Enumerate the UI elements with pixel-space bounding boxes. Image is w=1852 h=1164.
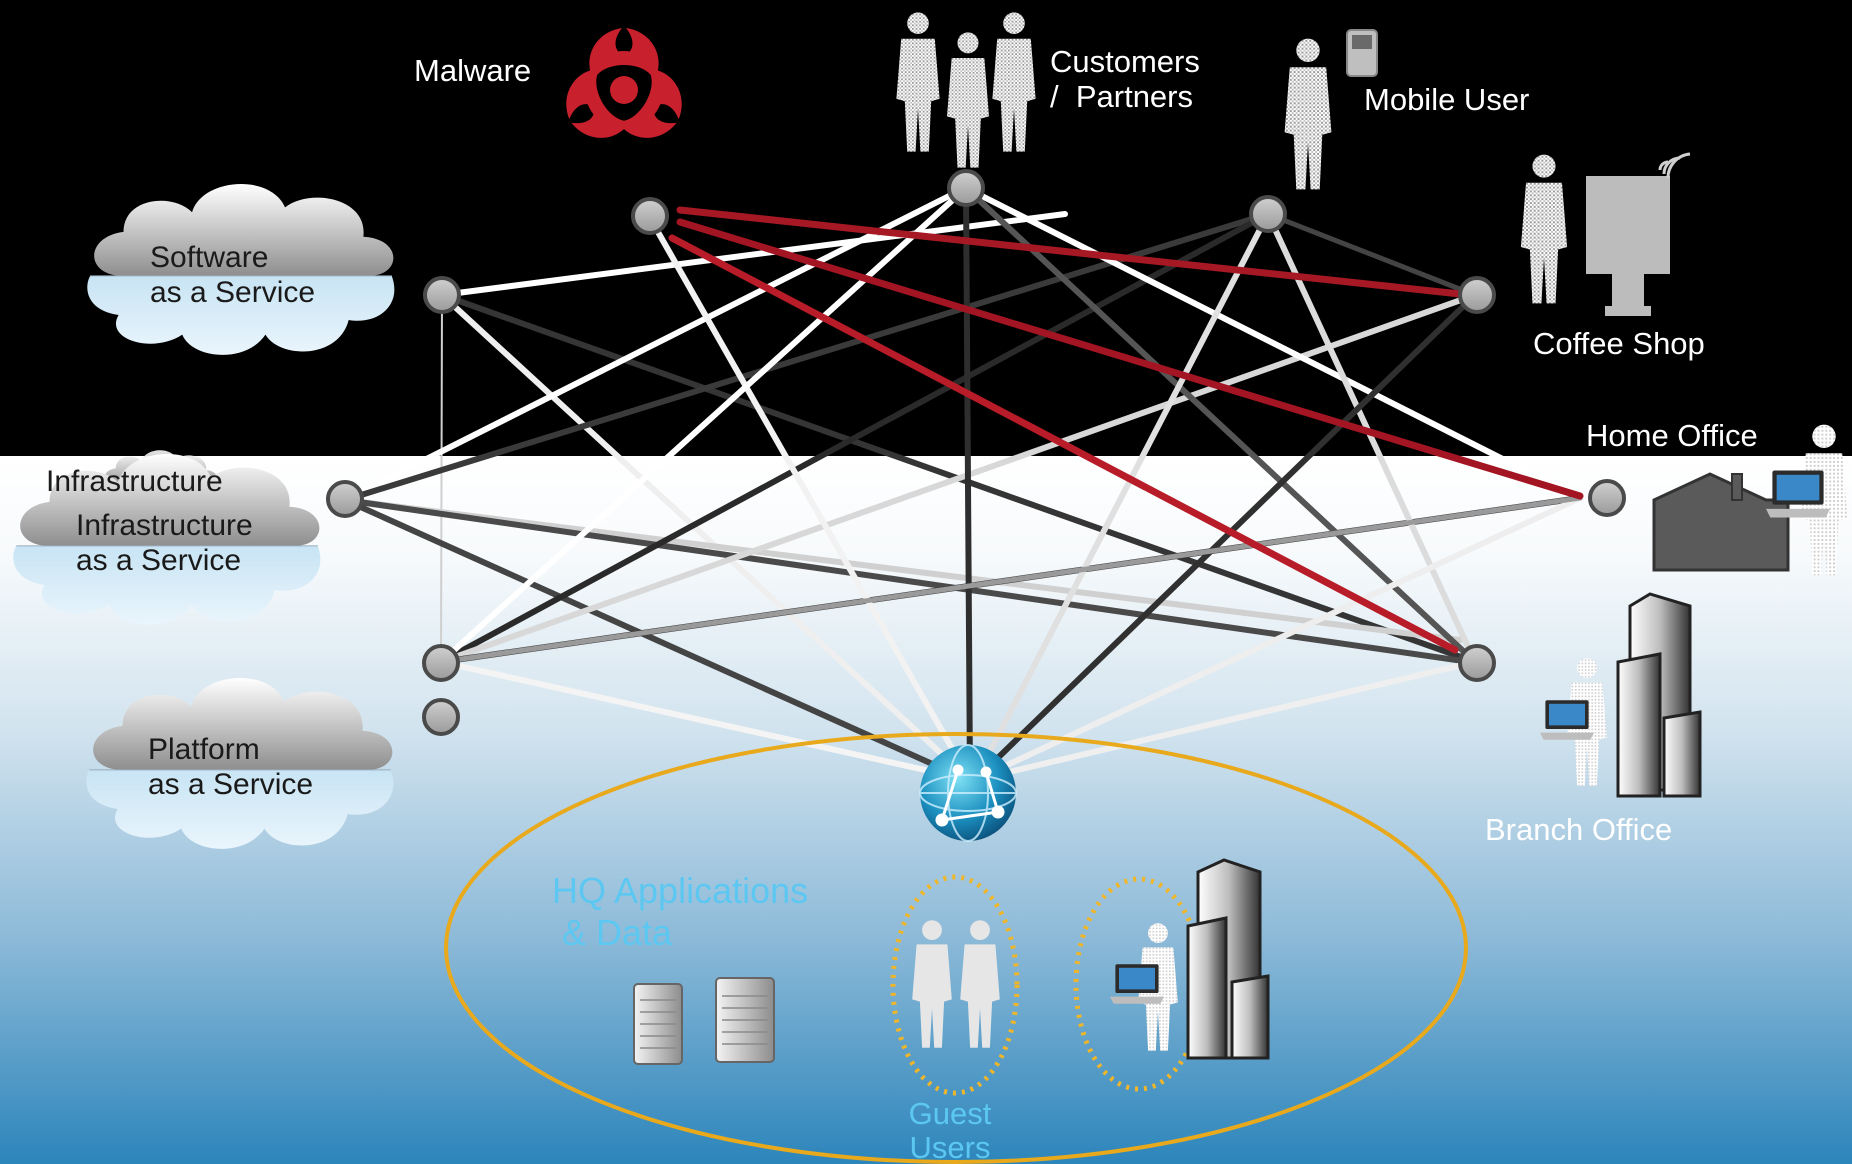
laptop-icon (1540, 700, 1594, 740)
customers-partners-label: Customers / Partners (1050, 44, 1200, 114)
malware-label: Malware (414, 53, 532, 88)
laptop-icon (1766, 470, 1830, 518)
customers-partners-icon (896, 12, 1036, 168)
hq-building-icon (1186, 858, 1270, 1060)
mobile-user-icon (1284, 29, 1378, 190)
contractor-icon (1110, 923, 1178, 1051)
branch-office-icon (1540, 592, 1702, 798)
wifi-icon (1658, 152, 1691, 179)
home-office-label: Home Office (1586, 418, 1758, 453)
iaas-label: Infrastructure as a Service (76, 509, 253, 577)
branch-office-label: Branch Office (1485, 812, 1673, 847)
saas-label: Software as a Service (150, 241, 316, 309)
paas-label: Platform as a Service (148, 733, 314, 801)
hq-boundary (444, 732, 1468, 1164)
biohazard-icon (566, 28, 682, 138)
guest-users-boundary (890, 874, 1020, 1096)
network-links (342, 185, 1584, 783)
phone-icon (1346, 29, 1378, 77)
hq-applications-label: HQ Applications & Data (552, 870, 809, 953)
guest-users-label: Guest Users (908, 1096, 992, 1164)
laptop-icon (1110, 964, 1164, 1004)
building-icon (1616, 592, 1702, 798)
coffee-shop-icon (1520, 152, 1691, 316)
coffee-shop-label: Coffee Shop (1533, 326, 1705, 361)
mobile-user-label: Mobile User (1364, 82, 1530, 117)
guest-users-icon (912, 920, 1000, 1048)
globe-icon (919, 744, 1017, 842)
iaas-ghost-label: Infrastructure (46, 465, 223, 492)
home-office-icon (1652, 424, 1848, 576)
kiosk-icon (1586, 176, 1670, 316)
network-nodes (326, 169, 1626, 736)
server-icon (633, 977, 775, 1065)
